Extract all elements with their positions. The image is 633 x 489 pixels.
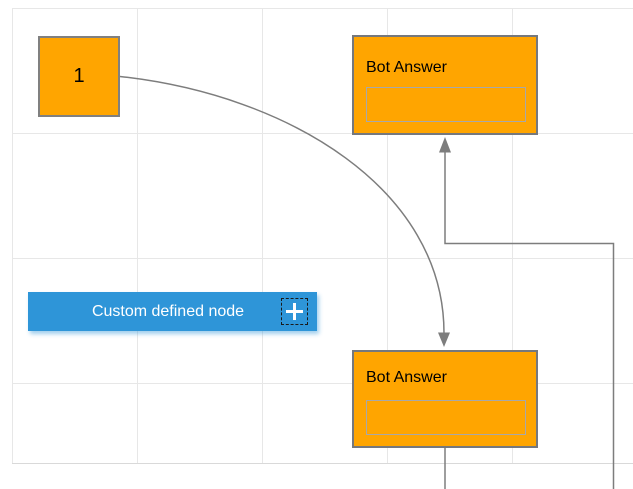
node-bot-answer-bottom[interactable]: Bot Answer xyxy=(352,350,538,448)
plus-icon[interactable] xyxy=(281,298,308,325)
node-start-label: 1 xyxy=(73,65,85,87)
bot-answer-top-input-box[interactable] xyxy=(366,87,526,122)
bot-answer-bottom-label: Bot Answer xyxy=(366,369,447,386)
connector-curve[interactable] xyxy=(119,75,445,334)
node-bot-answer-top[interactable]: Bot Answer xyxy=(352,35,538,135)
node-custom-defined[interactable]: Custom defined node xyxy=(28,292,317,331)
custom-node-label: Custom defined node xyxy=(91,302,245,320)
bot-answer-bottom-input-box[interactable] xyxy=(366,400,526,435)
bot-answer-top-label: Bot Answer xyxy=(366,59,447,76)
connector-orthogonal[interactable] xyxy=(444,152,615,489)
node-start[interactable]: 1 xyxy=(38,36,120,117)
arrowhead-up-icon xyxy=(439,137,451,153)
arrowhead-down-icon xyxy=(438,332,450,347)
